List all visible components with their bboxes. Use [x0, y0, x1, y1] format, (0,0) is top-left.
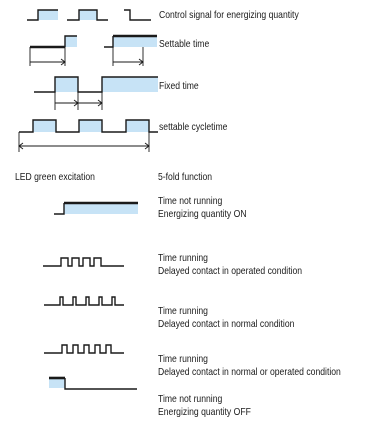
- function-4-line2: Delayed contact in normal or operated co…: [158, 366, 341, 378]
- led-blink-operated-diagram: [43, 257, 124, 267]
- function-3-line1: Time running: [158, 305, 208, 317]
- settable-time-diagram: [29, 34, 157, 66]
- fixed-time-diagram: [34, 76, 158, 110]
- function-1-line2: Energizing quantity ON: [158, 208, 247, 220]
- led-off-diagram: [49, 376, 137, 390]
- function-3-line2: Delayed contact in normal condition: [158, 318, 295, 330]
- function-4-line1: Time running: [158, 353, 208, 365]
- legend-settable-cycletime: settable cycletime: [159, 121, 228, 133]
- header-function: 5-fold function: [158, 171, 213, 183]
- control-signal-symbols: [27, 9, 151, 21]
- function-2-line2: Delayed contact in operated condition: [158, 265, 303, 277]
- function-2-line1: Time running: [158, 252, 208, 264]
- led-mixed-diagram: [44, 344, 124, 354]
- led-pulse-normal-diagram: [44, 296, 124, 306]
- function-5-line2: Energizing quantity OFF: [158, 406, 251, 418]
- legend-control-signal: Control signal for energizing quantity: [159, 9, 299, 21]
- function-1-line1: Time not running: [158, 195, 223, 207]
- led-on-diagram: [54, 201, 138, 215]
- header-led: LED green excitation: [15, 171, 95, 183]
- function-5-line1: Time not running: [158, 393, 223, 405]
- legend-settable-time: Settable time: [159, 38, 210, 50]
- legend-fixed-time: Fixed time: [159, 80, 199, 92]
- cycletime-diagram: [18, 119, 158, 152]
